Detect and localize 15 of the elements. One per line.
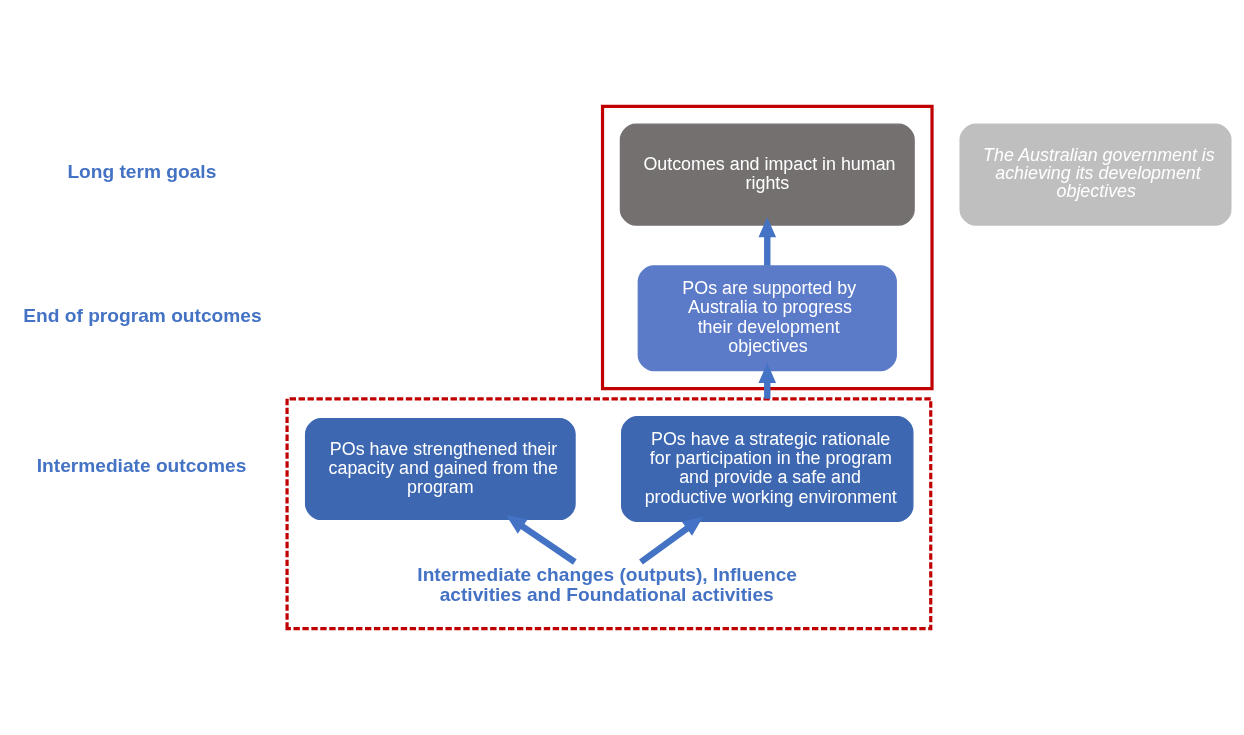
cluster <box>600 104 934 391</box>
arrow <box>639 516 704 565</box>
node-box: Outcomes and impact in human rights <box>619 123 915 226</box>
label: Long term goals <box>67 160 217 182</box>
node-box: The Australian government is achieving its development objectives <box>959 123 1232 226</box>
label: End of program outcomes <box>23 304 262 326</box>
node-text: Intermediate changes (outputs), Influence activities and Foundational activities <box>417 564 798 605</box>
arrow <box>758 217 777 266</box>
arrow <box>506 515 577 565</box>
node-box: POs are supported by Australia to progress their development objectives <box>637 265 897 372</box>
node-box: POs have a strategic rationale for participation in the program and provide a safe and productive working environment <box>621 416 914 523</box>
cluster <box>285 397 933 631</box>
label: Intermediate outcomes <box>36 455 247 477</box>
arrow <box>758 362 777 399</box>
node-box: POs have strengthened their capacity and gained from the program <box>304 417 576 521</box>
